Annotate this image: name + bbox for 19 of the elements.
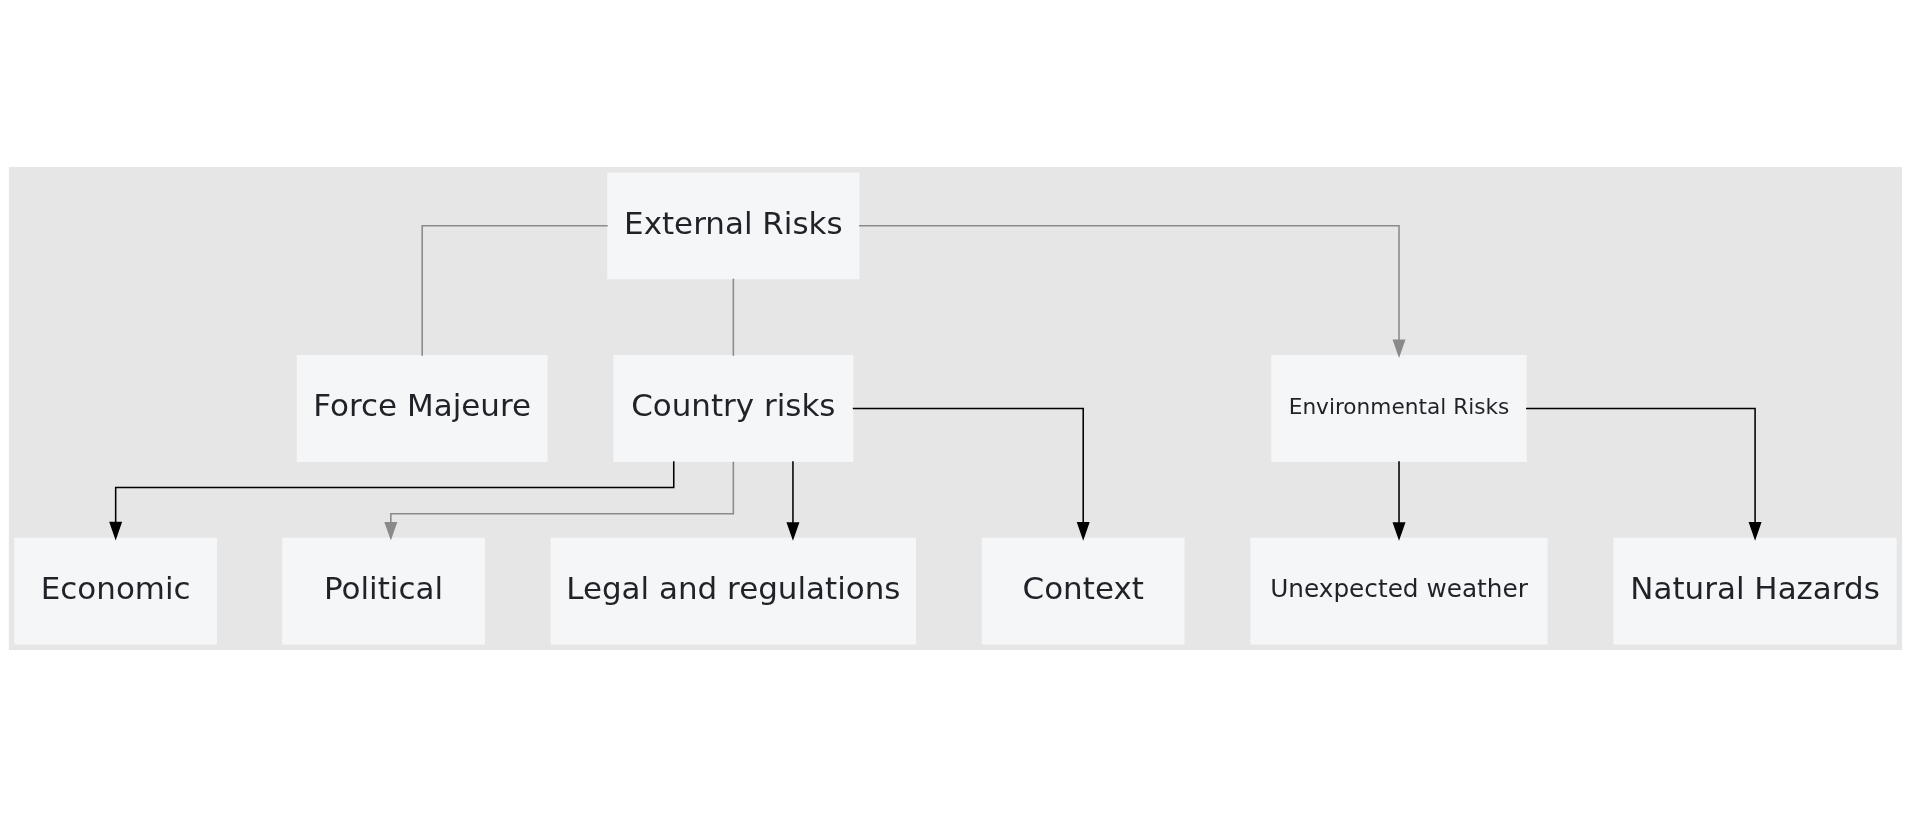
- connector: [421, 225, 609, 357]
- node-box: Natural Hazards: [1613, 537, 1897, 645]
- node-box: Environmental Risks: [1271, 355, 1527, 462]
- arrow: [852, 407, 1090, 541]
- arrow: [1392, 460, 1406, 541]
- node-box: Force Majeure: [296, 355, 548, 462]
- arrow: [1525, 407, 1762, 541]
- node-box: Political: [282, 537, 485, 645]
- node-box: Economic: [14, 537, 218, 645]
- arrow: [109, 460, 675, 541]
- arrow: [786, 460, 800, 541]
- connector: [732, 277, 735, 357]
- node-box: Context: [981, 537, 1185, 645]
- node-box: Country risks: [613, 355, 854, 462]
- arrow: [384, 460, 735, 541]
- arrow: [858, 225, 1406, 358]
- node-box: Legal and regulations: [550, 537, 917, 645]
- node-box: External Risks: [607, 172, 860, 280]
- node-box: Unexpected weather: [1250, 537, 1548, 645]
